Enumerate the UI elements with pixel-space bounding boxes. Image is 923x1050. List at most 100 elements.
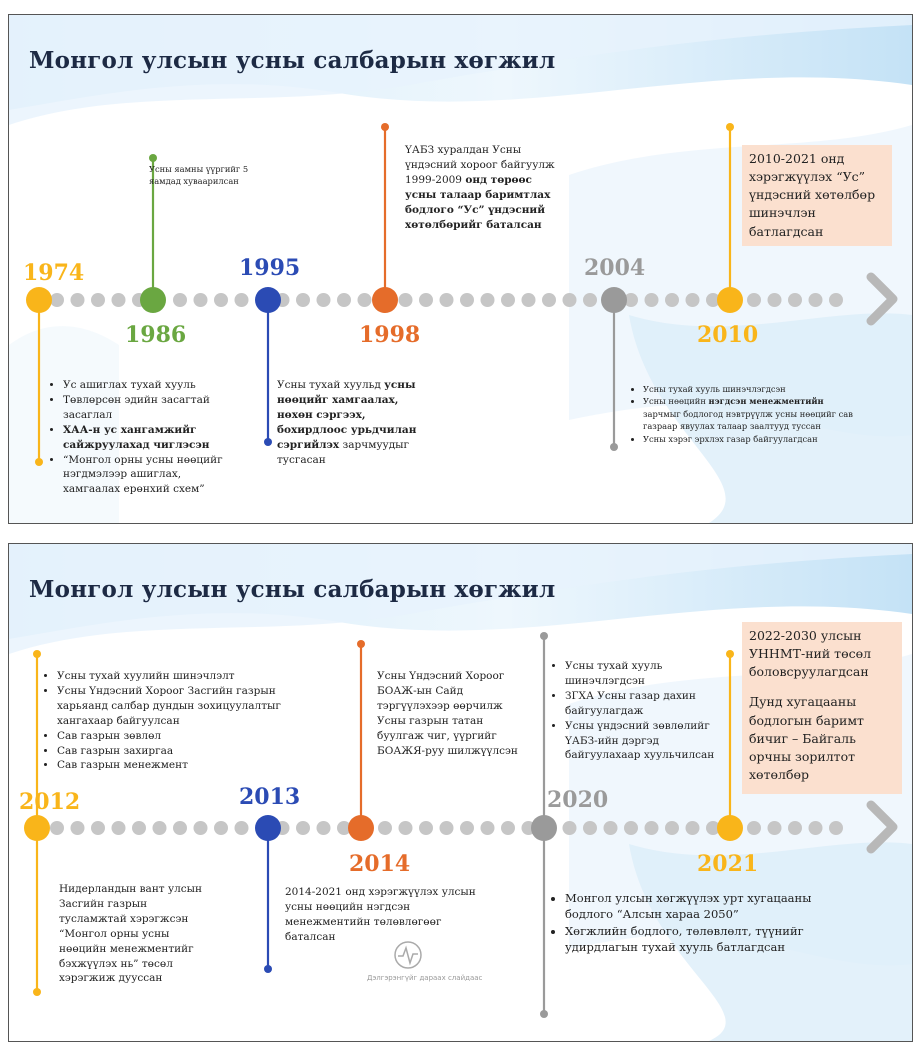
timeline-dot (234, 821, 249, 835)
year-label-1998: 1998 (359, 322, 421, 348)
slide-2: Монгол улсын усны салбарын хөгжил 2012 2… (8, 543, 913, 1042)
connector-end-dot (540, 1010, 548, 1018)
timeline-dot (214, 293, 228, 307)
timeline-dot (788, 821, 802, 835)
event-1974-item-1: Ус ашиглах тухай хууль (63, 378, 237, 393)
event-1995-line3: зарчмуудыг тусгасан (277, 438, 410, 466)
event-2004-item-2-b: зарчмыг бодлогод нэвтрүүлж усны нөөцийг … (643, 408, 853, 432)
event-2021-text-b: Дунд хугацааны бодлогын баримт бичиг – Б… (749, 694, 864, 782)
event-1995-line1: Усны тухай хуульд (277, 379, 381, 391)
timeline-dot (50, 821, 64, 835)
timeline-dot (808, 293, 823, 307)
timeline-dot (296, 821, 310, 835)
connector-end-dot (35, 458, 43, 466)
connector-end-dot (264, 965, 272, 973)
timeline-dot (747, 821, 761, 835)
timeline-dot (562, 821, 577, 835)
timeline-dot (337, 821, 351, 835)
connector-end-dot (33, 988, 41, 996)
event-2004-item-1: Усны тухай хууль шинэчлэгдсэн (643, 383, 857, 395)
year-node-2010 (717, 287, 743, 313)
event-2012-item-5: Сав газрын менежмент (57, 758, 296, 773)
connector-end-dot (149, 154, 157, 162)
year-node-2012 (24, 815, 50, 841)
connector-end-dot (381, 123, 389, 131)
slide-2-title: Монгол улсын усны салбарын хөгжил (29, 576, 556, 603)
timeline-dots (50, 821, 843, 835)
event-1974-item-2: Төвлөрсөн эдийн засагтай засаглал (63, 393, 237, 423)
slide-1: Монгол улсын усны салбарын хөгжил 1974 1… (8, 14, 913, 524)
year-node-2021 (717, 815, 743, 841)
event-2020-bottom-list: Монгол улсын хөгжүүлэх урт хугацааны бод… (549, 890, 839, 955)
connector-end-dot (33, 650, 41, 658)
event-2004-item-2-bold: нэгдсэн менежментийн (708, 396, 824, 407)
event-1974-list: Ус ашиглах тухай хуульТөвлөрсөн эдийн за… (47, 378, 237, 497)
year-label-2021: 2021 (697, 851, 759, 877)
timeline-dot (480, 293, 495, 307)
timeline-dot (70, 821, 85, 835)
timeline-dot (521, 293, 536, 307)
timeline-dot (439, 821, 454, 835)
event-2013-text: 2014-2021 онд хэрэгжүүлэх улсын усны нөө… (285, 886, 476, 943)
timeline-dot (583, 821, 597, 835)
event-2004-item-2: Усны нөөцийн нэгдсэн менежментийн зарчмы… (643, 395, 857, 432)
event-2004-list: Усны тухай хууль шинэчлэгдсэн Усны нөөци… (627, 383, 857, 445)
year-node-1974 (26, 287, 52, 313)
timeline-arrow-icon (866, 800, 898, 854)
event-2020-bottom-item-1: Монгол улсын хөгжүүлэх урт хугацааны бод… (565, 890, 839, 923)
pulse-monitor-icon (394, 941, 422, 969)
connector-end-dot (357, 640, 365, 648)
timeline-dots (50, 293, 843, 307)
year-node-2004 (601, 287, 627, 313)
event-2012-item-2: Усны Үндэсний Хороог Засгийн газрын харь… (57, 684, 296, 729)
year-label-2012: 2012 (19, 789, 81, 815)
timeline-dot (398, 821, 413, 835)
timeline-dot (583, 293, 597, 307)
timeline-dot (173, 293, 187, 307)
timeline-dot (501, 821, 515, 835)
timeline-dot (173, 821, 187, 835)
timeline-dot (132, 821, 146, 835)
event-2014-text: Усны Үндэсний Хороог БОАЖ-ын Сайд тэргүү… (377, 670, 518, 757)
event-1998-text: ҮАБЗ хуралдан Усны үндэсний хороог байгу… (405, 143, 555, 232)
timeline-dot (706, 293, 720, 307)
year-node-2014 (348, 815, 374, 841)
timeline-dot (460, 293, 474, 307)
event-1986-text: Усны яамны үүргийг 5 яамдад хуваарилсан (149, 164, 249, 187)
event-connector-lines (33, 632, 734, 1018)
timeline-dot (193, 821, 208, 835)
event-1995-bold: усны нөөцийг хамгаалах, нөхөн сэргээх, б… (277, 379, 417, 451)
timeline-dot (480, 821, 495, 835)
timeline-dot (501, 293, 515, 307)
connector-end-dot (726, 650, 734, 658)
year-label-1986: 1986 (125, 322, 187, 348)
timeline-dot (111, 293, 126, 307)
timeline-dot (829, 293, 843, 307)
timeline-dot (214, 821, 228, 835)
timeline-dot (788, 293, 802, 307)
event-1998-bold: онд төрөөс усны талаар баримтлах бодлого… (405, 173, 551, 231)
timeline-dot (808, 821, 823, 835)
event-2012-item-3: Сав газрын зөвлөл (57, 729, 296, 744)
timeline-dot (398, 293, 413, 307)
timeline-dot (91, 821, 105, 835)
timeline-dot (767, 293, 782, 307)
event-1974-item-3: ХАА-н ус хангамжийг сайжруулахад чиглэсэ… (63, 423, 237, 453)
event-2021-text-a: 2022-2030 улсын УННМТ-ний төсөл боловсру… (749, 628, 872, 680)
timeline-dot (562, 293, 577, 307)
event-2012-item-1: Усны тухай хуулийн шинэчлэлт (57, 669, 296, 684)
timeline-dot (337, 293, 351, 307)
timeline-dot (439, 293, 454, 307)
year-label-1995: 1995 (239, 255, 301, 281)
year-node-1995 (255, 287, 281, 313)
connector-end-dot (726, 123, 734, 131)
event-2004-item-2-a: Усны нөөцийн (643, 396, 709, 407)
timeline-dot (419, 293, 433, 307)
timeline-dot (665, 293, 679, 307)
year-node-2013 (255, 815, 281, 841)
year-label-2013: 2013 (239, 784, 301, 810)
connector-end-dot (540, 632, 548, 640)
timeline-dot (685, 821, 700, 835)
event-2020-top-item-3: Усны үндэсний зөвлөлийг ҮАБЗ-ийн дэргэд … (565, 719, 724, 764)
event-2020-top-list: Усны тухай хууль шинэчлэгдсэнЗГХА Усны г… (549, 659, 724, 763)
